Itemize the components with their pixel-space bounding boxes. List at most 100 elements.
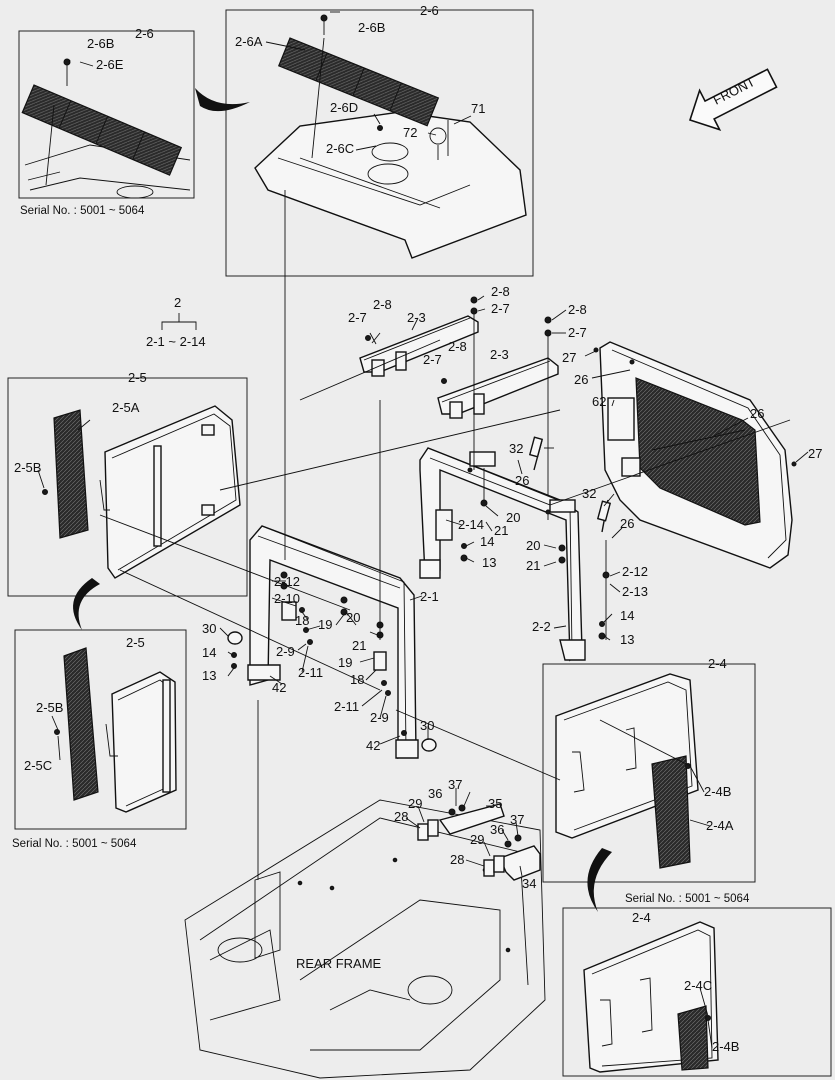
label-42-b: 42 (366, 738, 380, 753)
label-37-a: 37 (448, 777, 462, 792)
label-2-6B-inset: 2-6B (87, 36, 114, 51)
gas-strut-lower (596, 499, 612, 533)
label-2-9-a: 2-9 (276, 644, 295, 659)
side-door-right (593, 341, 797, 569)
label-2-7-b: 2-7 (491, 301, 510, 316)
label-13-c: 13 (202, 668, 216, 683)
label-19-b: 19 (338, 655, 352, 670)
label-42-a: 42 (272, 680, 286, 695)
label-14-b: 14 (620, 608, 634, 623)
label-30-b: 30 (420, 718, 434, 733)
label-26-c: 26 (515, 473, 529, 488)
label-2-4-inset: 2-4 (632, 910, 651, 925)
label-2-4: 2-4 (708, 656, 727, 671)
label-2-1: 2-1 (420, 589, 439, 604)
left-door-box (7, 377, 248, 597)
label-30-a: 30 (202, 621, 216, 636)
label-2-range: 2-1 ~ 2-14 (146, 334, 206, 349)
label-34: 34 (522, 876, 536, 891)
right-door-inset-box (562, 907, 832, 1077)
label-2-8-d: 2-8 (568, 302, 587, 317)
label-2-6C: 2-6C (326, 141, 354, 156)
label-2-5C: 2-5C (24, 758, 52, 773)
label-2-12-r: 2-12 (622, 564, 648, 579)
label-14-c: 14 (202, 645, 216, 660)
label-35: 35 (488, 796, 502, 811)
label-2-5: 2-5 (128, 370, 147, 385)
label-26-a: 26 (574, 372, 588, 387)
label-28-b: 28 (450, 852, 464, 867)
frame-2-2 (419, 447, 610, 662)
label-2-13: 2-13 (622, 584, 648, 599)
label-2-4B: 2-4B (704, 784, 731, 799)
label-20-a: 20 (506, 510, 520, 525)
label-71: 71 (471, 101, 485, 116)
label-72: 72 (403, 125, 417, 140)
label-2: 2 (174, 295, 181, 310)
label-62: 62 (592, 394, 606, 409)
left-door-inset-box (14, 629, 187, 830)
label-2-11-b: 2-11 (334, 699, 359, 714)
label-2-7-a: 2-7 (348, 310, 367, 325)
label-2-4B-inset: 2-4B (712, 1039, 739, 1054)
label-32-b: 32 (582, 486, 596, 501)
label-2-8-a: 2-8 (373, 297, 392, 312)
label-2-5B-inset: 2-5B (36, 700, 63, 715)
label-13-b: 13 (620, 632, 634, 647)
label-2-6A: 2-6A (235, 34, 263, 49)
label-20-b: 20 (526, 538, 540, 553)
label-2-3-a: 2-3 (407, 310, 426, 325)
label-29-a: 29 (408, 796, 422, 811)
serial-number-top: Serial No. : 5001 ~ 5064 (20, 205, 145, 217)
label-27-b: 27 (808, 446, 822, 461)
label-2-6B: 2-6B (358, 20, 385, 35)
label-2-6E: 2-6E (96, 57, 124, 72)
label-36-b: 36 (490, 822, 504, 837)
bracket-2-3-upper (359, 296, 479, 377)
label-2-14: 2-14 (458, 517, 484, 532)
hood-inset-box (18, 30, 195, 199)
hood-assembly-box (225, 9, 534, 277)
leader-lines (37, 11, 809, 1049)
label-18-a: 18 (295, 613, 309, 628)
label-14-a: 14 (480, 534, 494, 549)
bracket-35 (417, 803, 505, 841)
gas-strut-upper (528, 436, 544, 471)
label-18-b: 18 (350, 672, 364, 687)
serial-number-right: Serial No. : 5001 ~ 5064 (625, 893, 750, 905)
bracket-34 (483, 834, 541, 881)
bracket-2-3-lower (437, 316, 559, 520)
label-2-5B: 2-5B (14, 460, 41, 475)
label-2-12-l: 2-12 (274, 574, 300, 589)
label-20-c: 20 (346, 610, 360, 625)
label-2-10: 2-10 (274, 591, 300, 606)
rear-frame (184, 799, 546, 1079)
label-2-6-inset: 2-6 (135, 26, 154, 41)
serial-number-left: Serial No. : 5001 ~ 5064 (12, 838, 137, 850)
label-26-b: 26 (750, 406, 764, 421)
label-2-7-d: 2-7 (568, 325, 587, 340)
label-2-3-b: 2-3 (490, 347, 509, 362)
right-door-callout-arrow (587, 848, 612, 912)
label-2-4C: 2-4C (684, 978, 712, 993)
left-door-callout-arrow (73, 578, 100, 630)
label-21-b: 21 (526, 558, 540, 573)
label-27-a: 27 (562, 350, 576, 365)
label-13-a: 13 (482, 555, 496, 570)
label-37-b: 37 (510, 812, 524, 827)
label-2-6: 2-6 (420, 3, 439, 18)
label-2-9-b: 2-9 (370, 710, 389, 725)
rear-frame-label: REAR FRAME (296, 956, 382, 971)
right-door-box (542, 663, 756, 883)
label-2-4A: 2-4A (706, 818, 734, 833)
label-21-c: 21 (352, 638, 366, 653)
label-2-11-a: 2-11 (298, 665, 323, 680)
label-2-6D: 2-6D (330, 100, 358, 115)
frame-2-1 (227, 525, 437, 759)
label-21-a: 21 (494, 523, 508, 538)
hood-callout-arrow (195, 88, 250, 112)
label-2-8-b: 2-8 (491, 284, 510, 299)
front-arrow (688, 68, 778, 131)
label-29-b: 29 (470, 832, 484, 847)
